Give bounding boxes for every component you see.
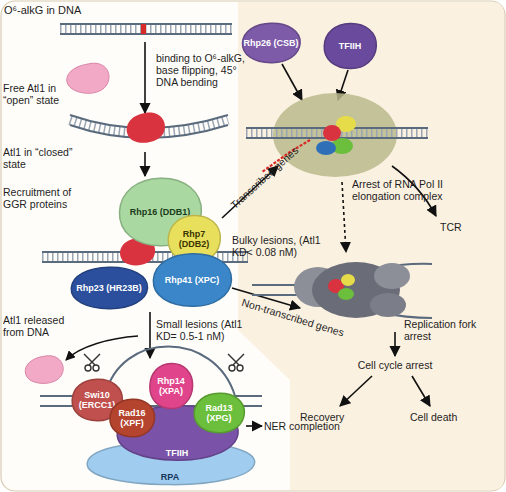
step-label: Transcribed genes — [228, 122, 325, 211]
closed-atl1 — [127, 113, 165, 143]
protein-mini — [323, 125, 341, 141]
flow-arrow — [282, 64, 302, 100]
blob-shape — [71, 267, 147, 308]
protein-name: Rhp7 (DDB2) — [166, 229, 222, 249]
release-arrow — [66, 336, 138, 360]
protein-name: RPA — [159, 472, 181, 482]
step-label: Cell cycle arrest — [340, 359, 450, 371]
blob-shape — [242, 23, 300, 63]
protein-blob: Rhp23 (HR23B) — [68, 266, 150, 310]
blob-shape — [324, 23, 376, 68]
free-atl1 — [67, 63, 109, 93]
flow-arrow — [144, 42, 146, 113]
protein-blob: Rad16 (XPF) — [108, 398, 156, 438]
flow-arrow — [144, 152, 146, 176]
protein-mini — [316, 141, 336, 155]
released-atl1 — [25, 356, 63, 384]
protein-blob: Rad13 (XPG) — [192, 392, 246, 434]
step-label: Non-transcribed genes — [240, 296, 368, 345]
protein-name: TFIIH — [337, 41, 364, 51]
flow-arrow — [412, 376, 430, 406]
flow-arrow — [394, 332, 396, 356]
step-label: Replication fork arrest — [404, 318, 500, 342]
step-label: Arrest of RNA Pol II elongation complex — [352, 178, 464, 202]
protein-name: Rhp26 (CSB) — [241, 38, 300, 48]
protein-name: Rhp23 (HR23B) — [74, 283, 144, 293]
protein-name: Rad13 (XPG) — [192, 403, 246, 423]
protein-blob: Rhp41 (XPC) — [150, 252, 234, 308]
step-label: Small lesions (Atl1 KD= 0.5-1 nM) — [156, 318, 264, 342]
blob-shape — [87, 441, 255, 484]
protein-name: Rhp41 (XPC) — [163, 275, 222, 285]
flow-arrow — [340, 376, 372, 406]
protein-blob: TFIIH — [322, 22, 378, 70]
step-label: Atl1 in “closed” state — [3, 146, 79, 170]
protein-name: Rad16 (XPF) — [108, 408, 156, 428]
protein-blob: Rhp26 (CSB) — [240, 22, 302, 64]
protein-blob: Rhp14 (XPA) — [148, 362, 194, 410]
step-label: binding to O⁶-alkG, base flipping, 45° D… — [156, 52, 254, 88]
step-label: TCR — [440, 221, 480, 233]
step-label: Cell death — [410, 411, 470, 423]
protein-name: Rhp16 (DDB1) — [128, 207, 193, 217]
dna-helix — [60, 24, 232, 34]
flow-arrow — [149, 312, 151, 358]
bound-atl1 — [120, 238, 155, 266]
step-label: Recovery — [300, 411, 360, 423]
blob-shape — [117, 406, 238, 461]
flow-arrow — [246, 425, 262, 427]
step-label: Free Atl1 in “open” state — [3, 82, 75, 106]
protein-name: Rhp14 (XPA) — [148, 376, 194, 396]
step-label: Bulky lesions, (Atl1 KD< 0.08 nM) — [232, 234, 340, 258]
step-label: Atl1 released from DNA — [3, 314, 83, 338]
dotted-arrow — [342, 182, 346, 252]
step-label: Recruitment of GGR proteins — [3, 186, 75, 210]
step-label: O⁶-alkG in DNA — [4, 4, 124, 16]
blob-shape — [153, 254, 231, 307]
protein-name: TFIIH — [164, 448, 191, 458]
